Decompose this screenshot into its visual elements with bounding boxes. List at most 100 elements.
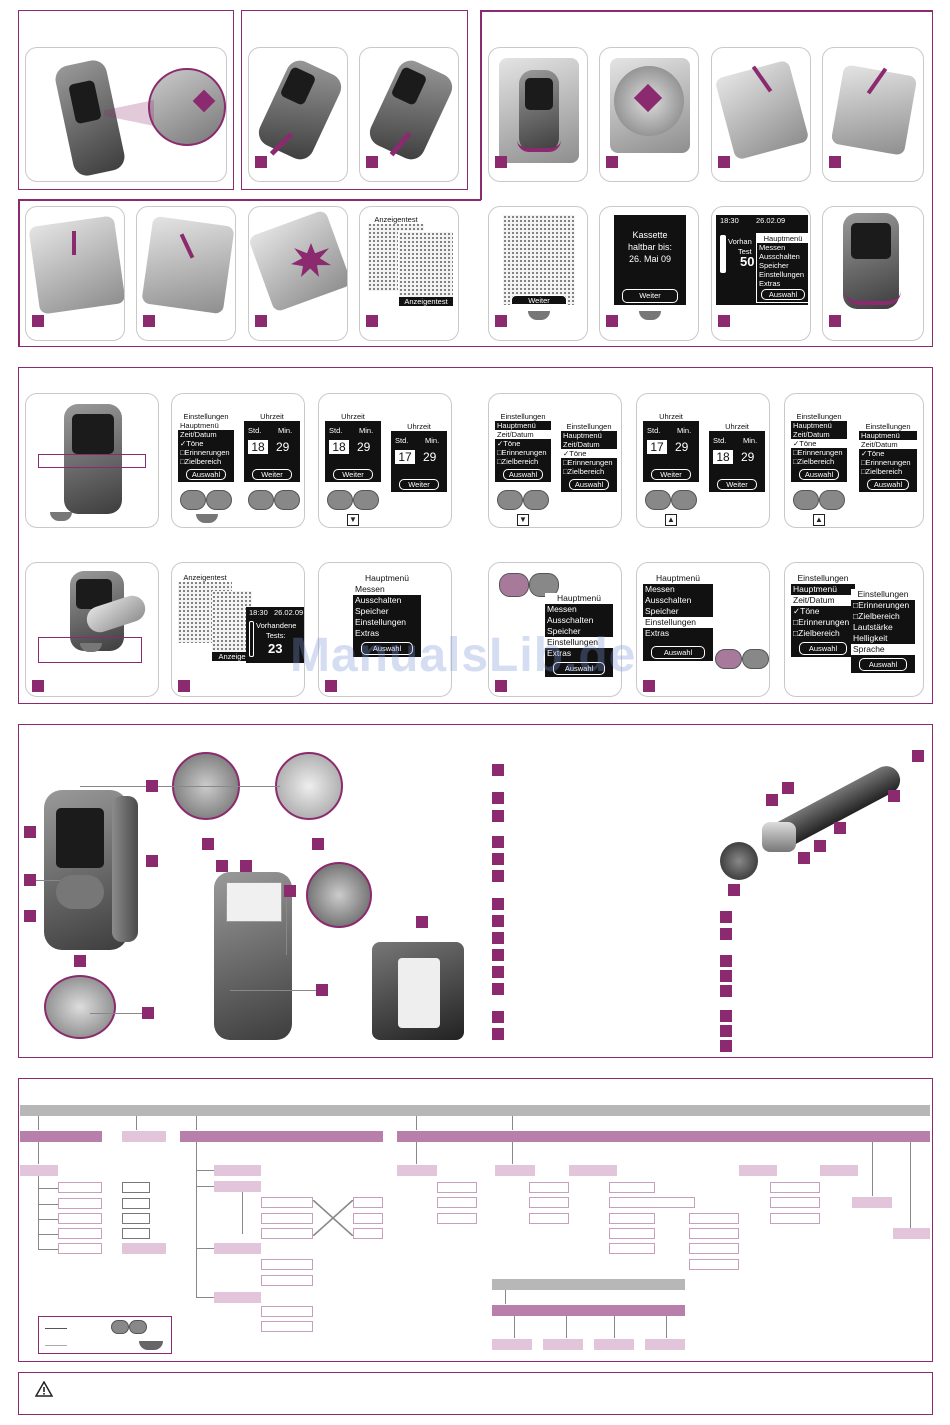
settings-item[interactable]: ✓Töne xyxy=(561,449,617,458)
settings-item[interactable]: □Zielbereich xyxy=(861,467,903,476)
settings-item[interactable]: Zeit/Datum xyxy=(563,440,600,449)
settings-item[interactable]: Hauptmenü xyxy=(178,421,234,430)
weiter-softkey[interactable]: Weiter xyxy=(333,469,373,480)
settings-item[interactable]: Zeit/Datum xyxy=(793,430,830,439)
auswahl-softkey[interactable]: Auswahl xyxy=(799,469,839,480)
auswahl-softkey[interactable]: Auswahl xyxy=(553,662,605,675)
settings-item[interactable]: Zeit/Datum xyxy=(180,430,217,439)
settings-item[interactable]: Sprache xyxy=(851,644,915,655)
hour-value[interactable]: 18 xyxy=(713,450,733,464)
menu-item-einstellungen[interactable]: Einstellungen xyxy=(545,637,613,648)
settings-item[interactable]: Zeit/Datum xyxy=(859,440,917,449)
arrow-buttons[interactable] xyxy=(497,490,549,512)
minute-value[interactable]: 29 xyxy=(423,450,437,464)
select-button[interactable] xyxy=(50,512,72,521)
settings-item[interactable]: ✓Töne xyxy=(791,439,847,448)
select-button[interactable] xyxy=(196,514,218,523)
settings-item[interactable]: □Zielbereich xyxy=(793,457,835,466)
auswahl-softkey[interactable]: Auswahl xyxy=(761,289,805,300)
settings-item[interactable]: □Erinnerungen xyxy=(497,448,547,457)
settings-item[interactable]: □Erinnerungen xyxy=(793,617,850,627)
legend-marker xyxy=(492,915,504,927)
menu-item-ausschalten[interactable]: Ausschalten xyxy=(645,595,692,605)
auswahl-softkey[interactable]: Auswahl xyxy=(186,469,226,480)
settings-item[interactable]: □Zielbereich xyxy=(793,628,840,638)
arrow-buttons[interactable] xyxy=(248,490,300,512)
auswahl-softkey[interactable]: Auswahl xyxy=(867,479,909,490)
settings-item[interactable]: Lautstärke xyxy=(853,622,893,632)
settings-item[interactable]: Zeit/Datum xyxy=(495,430,551,439)
auswahl-softkey[interactable]: Auswahl xyxy=(361,642,413,655)
settings-item[interactable]: Hauptmenü xyxy=(793,421,832,430)
arrow-buttons[interactable] xyxy=(327,490,379,512)
menu-item-ausschalten[interactable]: Ausschalten xyxy=(759,252,800,261)
menu-item-extras[interactable]: Extras xyxy=(547,648,572,658)
hour-value[interactable]: 18 xyxy=(248,440,268,454)
arrow-buttons[interactable] xyxy=(793,490,845,512)
menu-item-extras[interactable]: Extras xyxy=(355,628,380,638)
auswahl-softkey[interactable]: Auswahl xyxy=(799,642,847,655)
minute-value[interactable]: 29 xyxy=(357,440,371,454)
settings-item[interactable]: □Zielbereich xyxy=(563,467,605,476)
menu-item-messen[interactable]: Messen xyxy=(353,584,421,595)
select-button[interactable] xyxy=(639,311,661,320)
menu-item-ausschalten[interactable]: Ausschalten xyxy=(355,595,402,605)
auswahl-softkey[interactable]: Auswahl xyxy=(651,646,705,659)
hour-value[interactable]: 17 xyxy=(395,450,415,464)
menu-item-einstellungen[interactable]: Einstellungen xyxy=(643,617,713,628)
settings-item[interactable]: ✓Töne xyxy=(861,449,885,458)
menu-item-speicher[interactable]: Speicher xyxy=(759,261,789,270)
hour-value[interactable]: 18 xyxy=(329,440,349,454)
menu-item-einstellungen[interactable]: Einstellungen xyxy=(759,270,805,279)
tree-node xyxy=(569,1165,617,1176)
tree-link xyxy=(38,1188,58,1189)
arrow-buttons[interactable] xyxy=(180,490,232,512)
settings-item[interactable]: Hauptmenü xyxy=(497,421,536,430)
minute-value[interactable]: 29 xyxy=(276,440,290,454)
tree-node xyxy=(214,1181,261,1192)
settings-item[interactable]: ✓Töne xyxy=(793,606,820,616)
menu-item-extras[interactable]: Extras xyxy=(645,628,670,638)
hour-value[interactable]: 17 xyxy=(647,440,667,454)
minute-value[interactable]: 29 xyxy=(675,440,689,454)
auswahl-softkey[interactable]: Auswahl xyxy=(859,658,907,671)
menu-item-messen[interactable]: Messen xyxy=(547,604,577,614)
weiter-softkey[interactable]: Weiter xyxy=(717,479,757,490)
menu-item-messen[interactable]: Messen xyxy=(759,243,786,252)
settings-item[interactable]: □Erinnerungen xyxy=(563,458,613,467)
settings-item[interactable]: Hauptmenü xyxy=(563,431,602,440)
menu-item-speicher[interactable]: Speicher xyxy=(547,626,581,636)
arrow-buttons[interactable] xyxy=(715,649,769,673)
step-number xyxy=(32,315,44,327)
auswahl-softkey[interactable]: Auswahl xyxy=(569,479,609,490)
settings-item[interactable]: □Erinnerungen xyxy=(180,448,230,457)
select-button[interactable] xyxy=(528,311,550,320)
weiter-softkey[interactable]: Weiter xyxy=(622,289,678,303)
settings-item[interactable]: □Zielbereich xyxy=(853,611,900,621)
auswahl-softkey[interactable]: Auswahl xyxy=(503,469,543,480)
settings-item[interactable]: Zeit/Datum xyxy=(791,595,855,606)
settings-item[interactable]: □Erinnerungen xyxy=(853,600,910,610)
menu-item-messen[interactable]: Messen xyxy=(645,584,675,594)
menu-item-ausschalten[interactable]: Ausschalten xyxy=(547,615,594,625)
settings-item[interactable]: □Zielbereich xyxy=(497,457,539,466)
weiter-softkey[interactable]: Weiter xyxy=(252,469,292,480)
settings-item[interactable]: □Erinnerungen xyxy=(793,448,843,457)
minute-value[interactable]: 29 xyxy=(741,450,755,464)
settings-item[interactable]: □Erinnerungen xyxy=(861,458,911,467)
weiter-softkey[interactable]: Weiter xyxy=(399,479,439,490)
select-button[interactable] xyxy=(80,643,102,652)
settings-item[interactable]: Hauptmenü xyxy=(861,431,900,440)
settings-item[interactable]: □Zielbereich xyxy=(180,457,222,466)
weiter-softkey[interactable]: Weiter xyxy=(511,295,567,305)
menu-item-extras[interactable]: Extras xyxy=(759,279,781,288)
settings-item[interactable]: ✓Töne xyxy=(497,439,521,448)
arrow-buttons[interactable] xyxy=(645,490,697,512)
settings-item[interactable]: Hauptmenü xyxy=(793,584,837,594)
menu-item-einstellungen[interactable]: Einstellungen xyxy=(355,617,407,627)
menu-item-speicher[interactable]: Speicher xyxy=(355,606,389,616)
menu-item-speicher[interactable]: Speicher xyxy=(645,606,679,616)
settings-item[interactable]: Helligkeit xyxy=(853,633,888,643)
weiter-softkey[interactable]: Weiter xyxy=(651,469,691,480)
settings-item[interactable]: ✓Töne xyxy=(180,439,204,448)
